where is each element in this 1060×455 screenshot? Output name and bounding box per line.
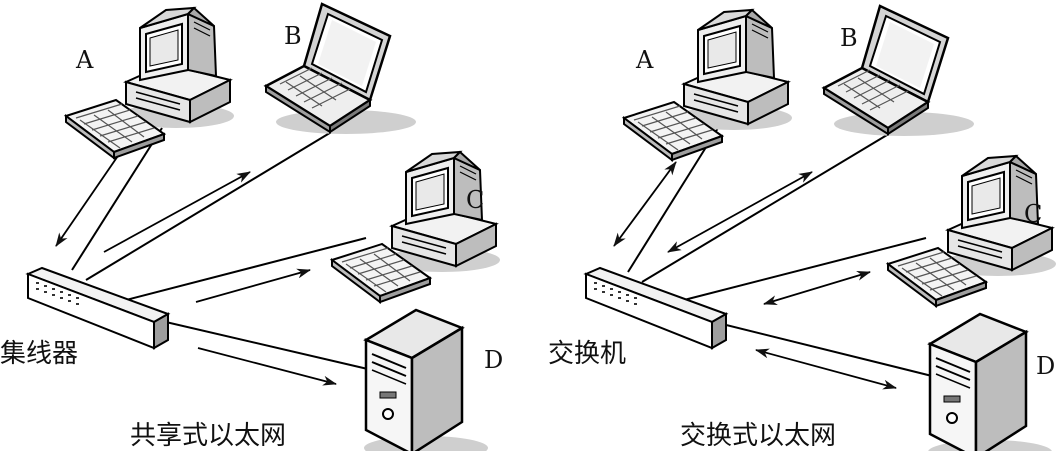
- switch-icon: [585, 267, 727, 349]
- server-d-icon: [362, 308, 490, 455]
- arrow-switch-a: [613, 161, 677, 247]
- computer-a-icon: [623, 9, 793, 161]
- arrow-to-d: [197, 347, 337, 386]
- node-label-c: C: [466, 186, 484, 214]
- diagram-caption: 共享式以太网: [130, 421, 286, 451]
- node-label-c: C: [1024, 200, 1042, 228]
- switched-ethernet-diagram: A B C D 交换机 交换式以太网: [548, 4, 1057, 455]
- arrow-from-a: [55, 149, 123, 247]
- computer-a-icon: [65, 7, 235, 159]
- node-label-a: A: [75, 46, 94, 74]
- node-label-b: B: [284, 22, 302, 50]
- hub-cables: [71, 127, 373, 371]
- node-label-a: A: [635, 46, 654, 74]
- hub-label: 集线器: [0, 339, 78, 369]
- arrow-switch-c: [763, 270, 871, 306]
- node-label-b: B: [840, 24, 858, 52]
- node-label-d: D: [484, 346, 503, 374]
- arrow-switch-b: [667, 171, 813, 253]
- server-d-icon: [926, 312, 1054, 455]
- computer-c-icon: [887, 155, 1057, 307]
- node-label-d: D: [1036, 352, 1055, 380]
- switch-label: 交换机: [548, 339, 626, 369]
- arrow-switch-d: [755, 348, 897, 390]
- arrow-to-b: [103, 171, 251, 253]
- signal-arrows: [55, 149, 337, 386]
- arrow-to-c: [195, 268, 311, 303]
- computer-c-icon: [331, 151, 501, 303]
- shared-ethernet-diagram: A B C D 集线器 共享式以太网: [0, 2, 503, 455]
- signal-arrows: [613, 161, 897, 390]
- hub-icon: [27, 267, 169, 349]
- diagram-caption: 交换式以太网: [680, 421, 836, 451]
